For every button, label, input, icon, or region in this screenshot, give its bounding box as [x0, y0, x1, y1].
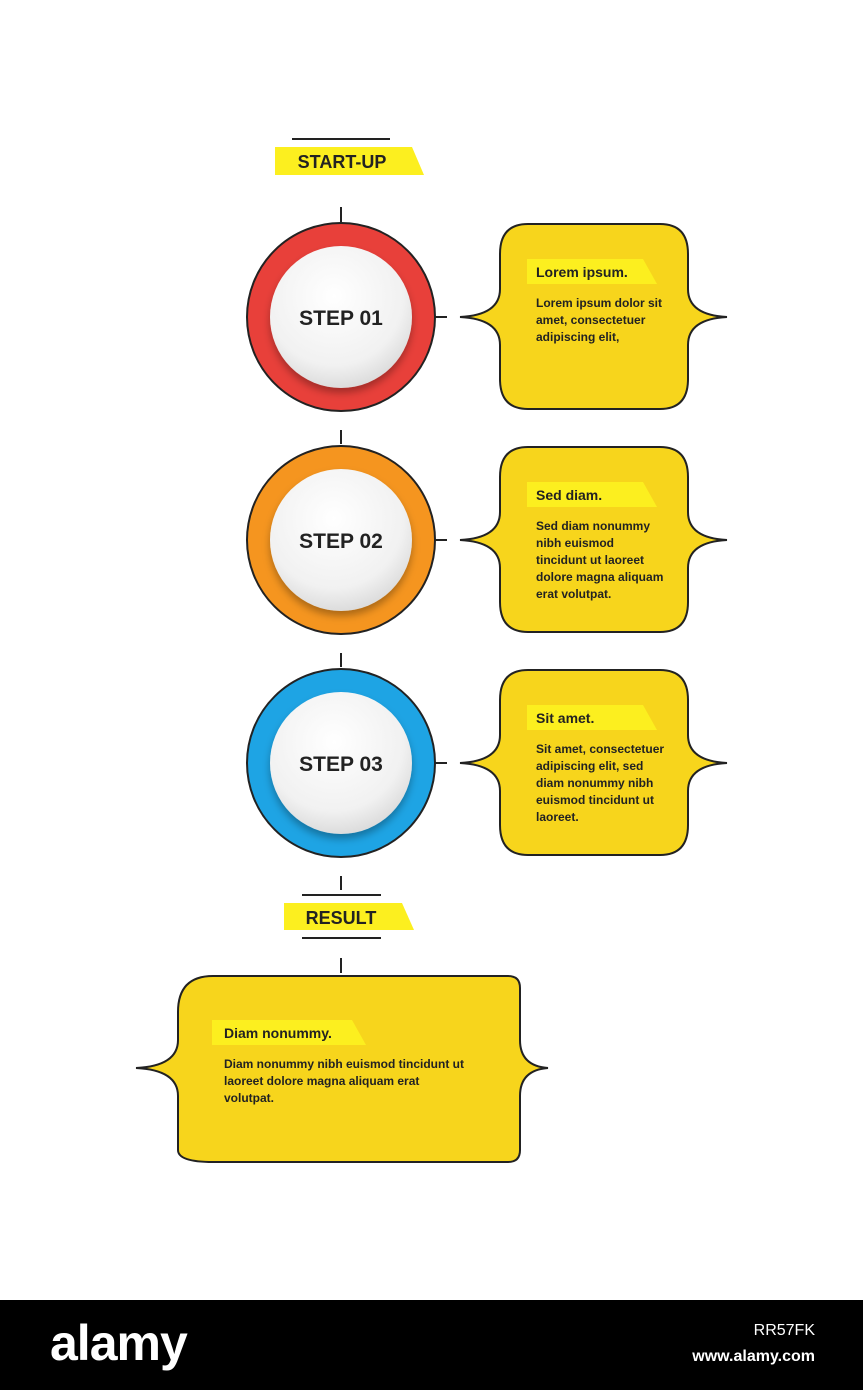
- step-title: Sed diam.: [536, 487, 602, 503]
- step-title-highlight: [527, 482, 657, 507]
- step-title: Lorem ipsum.: [536, 264, 628, 280]
- step-label: STEP 01: [299, 307, 383, 330]
- step-body-line: erat volutpat.: [536, 587, 611, 601]
- step-body-line: tincidunt ut laoreet: [536, 553, 644, 567]
- steps: STEP 01 Lorem ipsum. Lorem ipsum dolor sit…: [246, 222, 728, 858]
- step-body-line: Sit amet, consectetuer: [536, 742, 664, 756]
- step-body-line: adipiscing elit, sed: [536, 759, 643, 773]
- step-body-line: laoreet.: [536, 810, 579, 824]
- step-body-line: Sed diam nonummy: [536, 519, 650, 533]
- step-body-line: amet, consectetuer: [536, 313, 646, 327]
- step-body-line: nibh euismod: [536, 536, 614, 550]
- image-id: RR57FK: [753, 1322, 815, 1339]
- step-info-box: [459, 446, 728, 633]
- alamy-logo: alamy: [50, 1315, 188, 1371]
- step-label: STEP 03: [299, 753, 383, 776]
- start-up-tag: START-UP: [275, 138, 424, 175]
- step-body: Lorem ipsum dolor sit amet, consectetuer a…: [536, 296, 662, 344]
- footer-bar: alamy RR57FK www.alamy.com: [0, 1300, 863, 1390]
- result-title-highlight: [212, 1020, 366, 1045]
- step-2: STEP 02 Sed diam. Sed diam nonummy nibh eui…: [246, 445, 728, 635]
- step-title-highlight: [527, 705, 657, 730]
- result-body-line: laoreet dolore magna aliquam erat: [224, 1074, 419, 1088]
- step-body-line: dolore magna aliquam: [536, 570, 663, 584]
- flowchart: START-UP RESULT STEP 01 Lorem ipsum. Lorem…: [135, 138, 728, 1163]
- result-tag: RESULT: [284, 894, 414, 939]
- step-info-box: [459, 223, 728, 410]
- step-disc: [270, 469, 412, 611]
- step-body: Sed diam nonummy nibh euismod tincidunt ut…: [536, 519, 663, 601]
- result-body: Diam nonummy nibh euismod tincidunt ut la…: [224, 1057, 464, 1105]
- step-label: STEP 02: [299, 530, 383, 553]
- step-title-highlight: [527, 259, 657, 284]
- result-box: Diam nonummy. Diam nonummy nibh euismod …: [135, 975, 549, 1163]
- step-3: STEP 03 Sit amet. Sit amet, consectetuer ad…: [246, 668, 728, 858]
- footer-url: www.alamy.com: [692, 1348, 815, 1365]
- result-label: RESULT: [306, 908, 377, 928]
- result-body-line: volutpat.: [224, 1091, 274, 1105]
- step-disc: [270, 246, 412, 388]
- start-up-tag-background: [275, 147, 424, 175]
- step-body: Sit amet, consectetuer adipiscing elit, s…: [536, 742, 664, 824]
- start-up-label: START-UP: [298, 152, 387, 172]
- step-disc: [270, 692, 412, 834]
- result-body-line: Diam nonummy nibh euismod tincidunt ut: [224, 1057, 464, 1071]
- result-title: Diam nonummy.: [224, 1025, 332, 1041]
- step-1: STEP 01 Lorem ipsum. Lorem ipsum dolor sit…: [246, 222, 728, 412]
- step-info-box: [459, 669, 728, 856]
- step-body-line: Lorem ipsum dolor sit: [536, 296, 662, 310]
- step-body-line: diam nonummy nibh: [536, 776, 653, 790]
- step-title: Sit amet.: [536, 710, 594, 726]
- step-body-line: euismod tincidunt ut: [536, 793, 654, 807]
- result-tag-background: [284, 903, 414, 930]
- step-body-line: adipiscing elit,: [536, 330, 619, 344]
